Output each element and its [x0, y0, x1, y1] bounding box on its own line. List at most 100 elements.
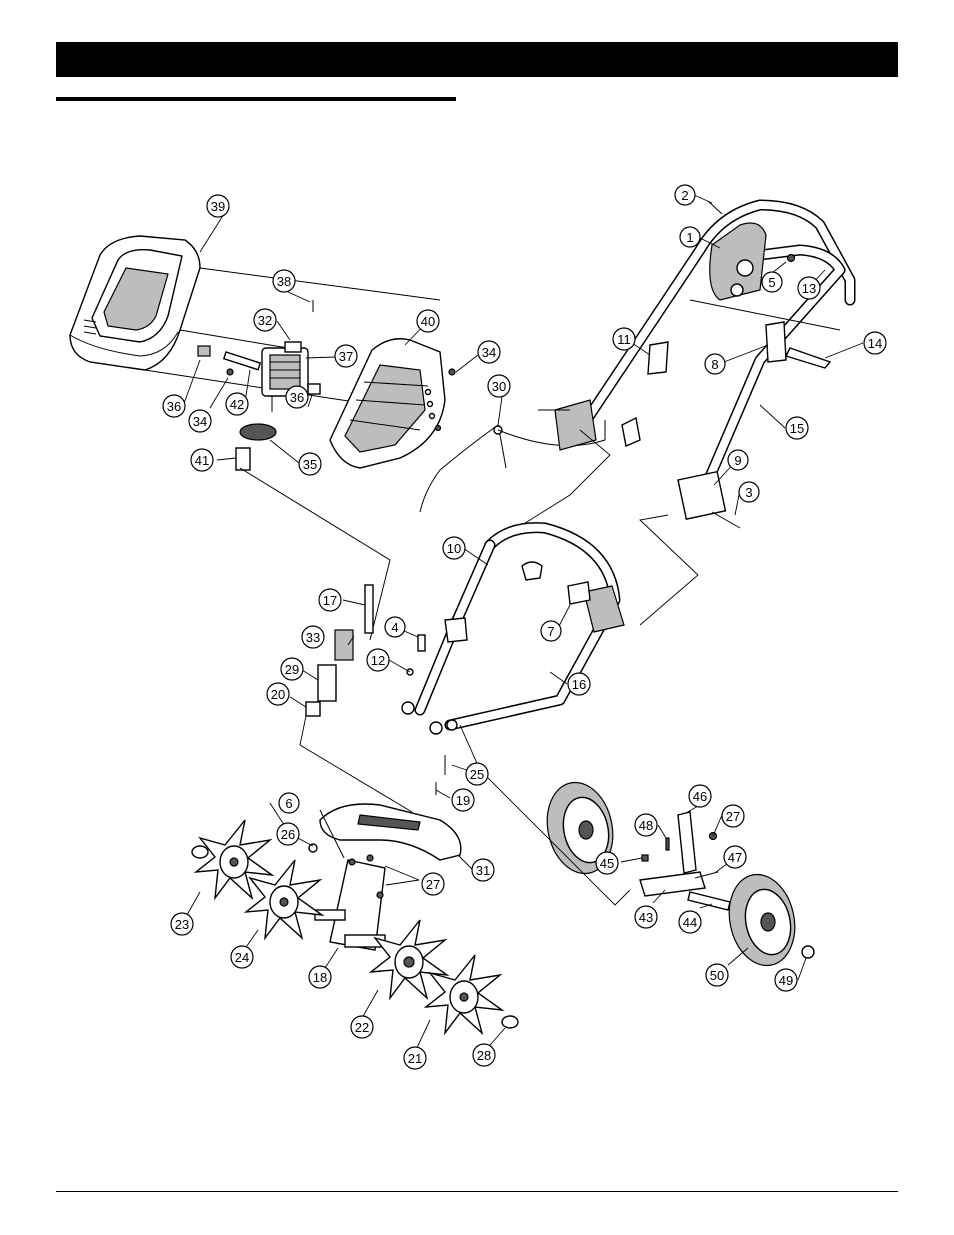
callout-16: 16: [568, 673, 590, 695]
callout-7: 7: [541, 621, 561, 641]
callout-35: 35: [299, 453, 321, 475]
svg-text:29: 29: [285, 662, 299, 677]
callout-50: 50: [706, 964, 728, 986]
svg-text:39: 39: [211, 199, 225, 214]
svg-text:44: 44: [683, 915, 697, 930]
callout-23: 23: [171, 913, 193, 935]
callout-42: 42: [226, 393, 248, 415]
svg-text:21: 21: [408, 1051, 422, 1066]
callout-31: 31: [472, 859, 494, 881]
svg-text:35: 35: [303, 457, 317, 472]
svg-text:37: 37: [339, 349, 353, 364]
callout-13: 13: [798, 277, 820, 299]
callout-38: 38: [273, 270, 295, 292]
callout-41: 41: [191, 449, 213, 471]
svg-text:28: 28: [477, 1048, 491, 1063]
callout-21: 21: [404, 1047, 426, 1069]
callout-4: 4: [385, 617, 405, 637]
callout-26: 26: [277, 823, 299, 845]
svg-text:24: 24: [235, 950, 249, 965]
callout-36-left: 36: [163, 395, 185, 417]
svg-text:46: 46: [693, 789, 707, 804]
callout-3: 3: [739, 482, 759, 502]
svg-text:36: 36: [290, 390, 304, 405]
callout-25: 25: [466, 763, 488, 785]
callout-2: 2: [675, 185, 695, 205]
svg-text:12: 12: [371, 653, 385, 668]
callout-39: 39: [207, 195, 229, 217]
callout-32: 32: [254, 309, 276, 331]
svg-text:26: 26: [281, 827, 295, 842]
callout-8: 8: [705, 354, 725, 374]
callout-24: 24: [231, 946, 253, 968]
svg-text:10: 10: [447, 541, 461, 556]
screw-34-right: [449, 369, 455, 375]
svg-text:3: 3: [745, 485, 752, 500]
callout-46: 46: [689, 785, 711, 807]
callout-40: 40: [417, 310, 439, 332]
tine-22: [371, 920, 447, 998]
callout-1: 1: [680, 227, 700, 247]
bushing-36-right: [308, 384, 320, 394]
tine-housing: [320, 755, 461, 860]
svg-text:15: 15: [790, 421, 804, 436]
svg-text:49: 49: [779, 973, 793, 988]
shaft-42: [224, 352, 260, 370]
callout-28: 28: [473, 1044, 495, 1066]
clip-28: [502, 1016, 518, 1028]
svg-text:23: 23: [175, 917, 189, 932]
callout-20: 20: [267, 683, 289, 705]
callout-14: 14: [864, 332, 886, 354]
callout-22: 22: [351, 1016, 373, 1038]
svg-text:1: 1: [686, 230, 693, 245]
upper-handle: [538, 201, 850, 528]
gearbox: [315, 855, 385, 950]
callout-34-left: 34: [189, 410, 211, 432]
callout-12: 12: [367, 649, 389, 671]
svg-text:36: 36: [167, 399, 181, 414]
svg-text:25: 25: [470, 767, 484, 782]
svg-text:32: 32: [258, 313, 272, 328]
callout-10: 10: [443, 537, 465, 559]
lower-handle: [402, 528, 624, 734]
callout-19: 19: [452, 789, 474, 811]
callout-11: 11: [613, 328, 635, 350]
callout-34-right: 34: [478, 341, 500, 363]
callout-9: 9: [728, 450, 748, 470]
svg-text:18: 18: [313, 970, 327, 985]
svg-text:45: 45: [600, 856, 614, 871]
callout-17: 17: [319, 589, 341, 611]
callout-30: 30: [488, 375, 510, 397]
svg-text:2: 2: [681, 188, 688, 203]
svg-text:6: 6: [285, 796, 292, 811]
svg-text:50: 50: [710, 968, 724, 983]
svg-text:27: 27: [426, 877, 440, 892]
svg-text:34: 34: [193, 414, 207, 429]
svg-text:48: 48: [639, 818, 653, 833]
svg-text:34: 34: [482, 345, 496, 360]
callout-6: 6: [279, 793, 299, 813]
screw-34-left: [227, 369, 233, 375]
screw-40b: [436, 426, 441, 431]
drive-shaft-parts: [240, 468, 412, 812]
svg-text:19: 19: [456, 793, 470, 808]
callout-33: 33: [302, 626, 324, 648]
callout-27-bracket: 27: [722, 805, 744, 827]
svg-text:9: 9: [734, 453, 741, 468]
svg-text:7: 7: [547, 624, 554, 639]
svg-text:8: 8: [711, 357, 718, 372]
svg-text:20: 20: [271, 687, 285, 702]
callout-47: 47: [724, 846, 746, 868]
svg-text:14: 14: [868, 336, 882, 351]
callout-18: 18: [309, 966, 331, 988]
tine-21: [426, 955, 502, 1033]
callout-44: 44: [679, 911, 701, 933]
callout-43: 43: [635, 906, 657, 928]
svg-text:38: 38: [277, 274, 291, 289]
svg-text:43: 43: [639, 910, 653, 925]
bolt-26: [309, 844, 317, 852]
svg-text:42: 42: [230, 397, 244, 412]
coupler-41: [236, 448, 250, 470]
svg-text:30: 30: [492, 379, 506, 394]
